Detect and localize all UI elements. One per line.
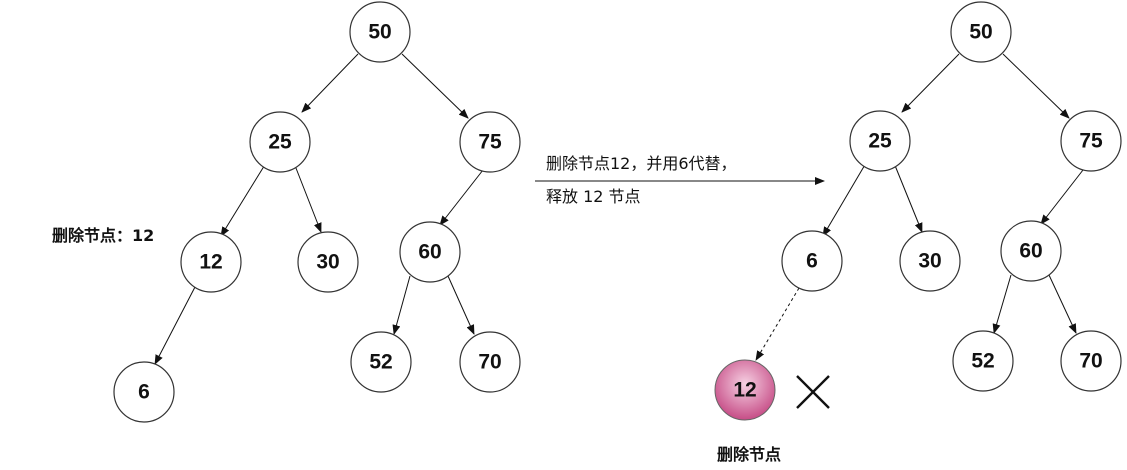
delete-node-caption: 删除节点：12 (52, 226, 155, 245)
node-label: 70 (1079, 350, 1102, 373)
tree-node: 6 (113, 361, 175, 423)
node-label: 52 (369, 351, 392, 374)
edge-6-12-dashed (755, 287, 800, 361)
transition-text-line1: 删除节点12，并用6代替， (546, 154, 737, 173)
node-label: 25 (868, 130, 892, 153)
edge-50-75 (1002, 53, 1070, 119)
edge-60-70 (447, 275, 475, 335)
edge-25-30 (293, 162, 322, 233)
edge-12-6 (154, 286, 196, 365)
tree-node: 52 (350, 331, 412, 393)
after-tree-edges (755, 53, 1084, 361)
tree-node: 50 (950, 1, 1012, 63)
tree-node: 75 (1060, 110, 1122, 172)
node-label: 6 (138, 381, 150, 404)
deleted-node-caption: 删除节点 (717, 445, 782, 464)
tree-node: 6 (781, 230, 843, 292)
deleted-node: 12 (714, 359, 776, 421)
node-label: 30 (316, 251, 339, 274)
close-icon (796, 375, 830, 409)
node-label: 60 (1019, 240, 1042, 263)
node-label: 75 (1079, 130, 1103, 153)
node-label: 12 (733, 379, 756, 402)
tree-node: 25 (249, 111, 311, 173)
edge-25-6 (822, 162, 867, 237)
tree-node: 60 (399, 221, 461, 283)
edge-50-25 (901, 53, 960, 113)
node-label: 70 (478, 351, 501, 374)
node-label: 30 (918, 250, 941, 273)
edge-50-25 (301, 53, 359, 113)
node-label: 50 (368, 21, 391, 44)
tree-node: 25 (849, 110, 911, 172)
tree-node: 70 (1060, 330, 1122, 392)
transition-text-line2: 释放 12 节点 (546, 187, 641, 206)
edge-60-52 (392, 275, 411, 335)
edge-60-70 (1048, 274, 1077, 334)
node-label: 25 (268, 131, 292, 154)
edge-75-60 (439, 169, 484, 226)
edge-25-30 (893, 162, 923, 233)
after-tree-nodes: 50 25 75 6 30 60 52 70 (714, 1, 1122, 421)
tree-node: 30 (297, 231, 359, 293)
tree-node: 30 (899, 230, 961, 292)
node-label: 12 (199, 251, 222, 274)
node-label: 52 (971, 350, 994, 373)
tree-node: 60 (1000, 220, 1062, 282)
node-label: 60 (418, 241, 441, 264)
before-tree-edges (154, 53, 484, 365)
tree-node: 52 (952, 330, 1014, 392)
node-label: 75 (478, 131, 502, 154)
edge-25-12 (220, 162, 267, 237)
node-label: 6 (806, 250, 818, 273)
edge-60-52 (992, 274, 1012, 334)
edge-75-60 (1040, 169, 1084, 225)
before-tree-nodes: 50 25 75 12 30 60 6 52 (113, 1, 521, 423)
edge-50-75 (401, 53, 469, 119)
tree-node: 70 (459, 331, 521, 393)
node-label: 50 (969, 21, 992, 44)
tree-node: 75 (459, 111, 521, 173)
tree-node: 12 (180, 231, 242, 293)
tree-node: 50 (349, 1, 411, 63)
